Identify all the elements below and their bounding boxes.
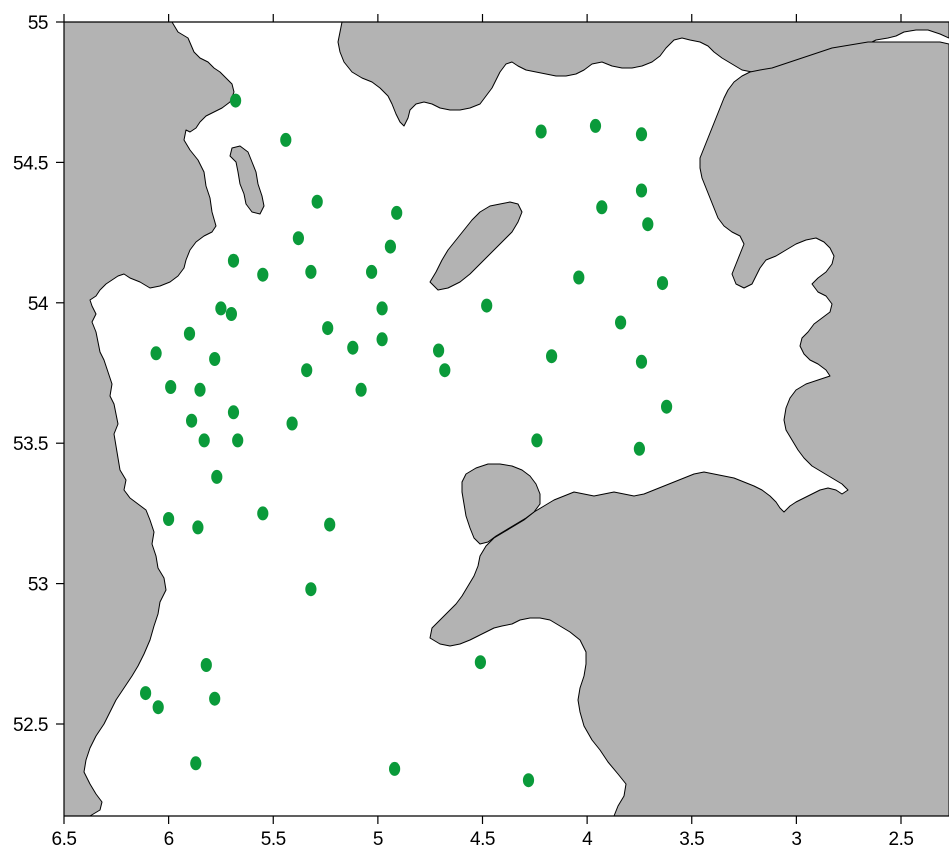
station-point xyxy=(546,349,558,364)
y-tick-label: 52.5 xyxy=(13,715,48,736)
land-england xyxy=(429,41,949,817)
station-point xyxy=(439,363,451,378)
station-point xyxy=(227,405,240,420)
station-point xyxy=(389,761,401,776)
station-point xyxy=(391,205,403,220)
station-point xyxy=(596,200,608,215)
station-point xyxy=(140,686,152,701)
station-point xyxy=(150,346,162,361)
station-point xyxy=(198,433,210,448)
station-point xyxy=(474,655,486,670)
x-tick-label: 6.5 xyxy=(52,829,77,850)
station-point xyxy=(322,321,334,336)
x-tick-label: 5.5 xyxy=(261,829,286,850)
station-point xyxy=(186,413,198,428)
station-point xyxy=(661,399,673,414)
y-tick-label: 53 xyxy=(28,575,48,596)
stations-layer xyxy=(140,93,673,788)
station-point xyxy=(286,416,298,431)
station-point xyxy=(209,352,221,366)
station-point xyxy=(305,264,317,279)
station-point xyxy=(232,433,244,448)
station-point xyxy=(280,132,292,147)
station-point xyxy=(183,326,196,341)
station-point xyxy=(215,301,227,316)
station-point xyxy=(633,441,646,456)
station-point xyxy=(209,691,221,706)
station-point xyxy=(152,700,164,715)
station-point xyxy=(200,658,212,672)
land-anglesey xyxy=(461,463,541,545)
station-point xyxy=(635,183,648,198)
x-tick-label: 4.5 xyxy=(470,829,495,850)
land-ireland xyxy=(63,21,235,817)
x-axis: 6.5 6 5.5 5 4.5 4 3.5 3 2.5 xyxy=(52,14,914,850)
station-point xyxy=(522,773,535,788)
x-tick-label: 3.5 xyxy=(679,829,704,850)
station-point xyxy=(656,276,669,291)
y-tick-label: 55 xyxy=(28,13,48,34)
station-point xyxy=(376,332,388,347)
station-point xyxy=(292,231,304,246)
x-tick-label: 6 xyxy=(164,829,174,850)
station-point xyxy=(225,307,237,321)
station-point xyxy=(635,354,648,369)
station-point xyxy=(257,267,269,282)
station-point xyxy=(211,469,223,484)
station-point xyxy=(615,315,627,330)
station-point xyxy=(305,582,317,597)
station-point xyxy=(355,382,367,397)
station-point xyxy=(642,217,654,232)
station-point xyxy=(227,253,240,268)
plot-area xyxy=(63,21,949,817)
station-point xyxy=(589,118,602,133)
x-tick-label: 4 xyxy=(582,829,593,850)
station-point xyxy=(384,239,396,254)
land-peninsula xyxy=(229,145,265,215)
station-point xyxy=(347,340,359,355)
y-tick-label: 54.5 xyxy=(13,153,48,174)
station-point xyxy=(163,512,175,526)
station-point xyxy=(190,756,202,771)
station-point xyxy=(366,264,378,279)
y-tick-label: 54 xyxy=(28,294,49,315)
station-point xyxy=(230,93,242,108)
x-tick-label: 2.5 xyxy=(889,829,914,850)
land-isle-of-man xyxy=(429,201,523,291)
station-point xyxy=(311,194,323,209)
station-point xyxy=(481,298,493,313)
x-tick-label: 3 xyxy=(791,829,801,850)
y-axis: 55 54.5 54 53.5 53 52.5 xyxy=(13,13,64,736)
station-point xyxy=(376,301,388,316)
station-point xyxy=(194,382,206,397)
station-point xyxy=(573,270,585,285)
station-point xyxy=(635,127,648,142)
station-point xyxy=(535,124,547,139)
y-tick-label: 53.5 xyxy=(13,434,48,455)
station-point xyxy=(433,343,445,358)
station-point xyxy=(165,380,177,394)
station-point xyxy=(531,433,543,448)
x-tick-label: 5 xyxy=(373,829,383,850)
axes-frame xyxy=(63,21,949,817)
station-point xyxy=(324,517,336,532)
station-point xyxy=(192,520,204,535)
station-point xyxy=(257,506,269,521)
station-point xyxy=(301,363,313,378)
